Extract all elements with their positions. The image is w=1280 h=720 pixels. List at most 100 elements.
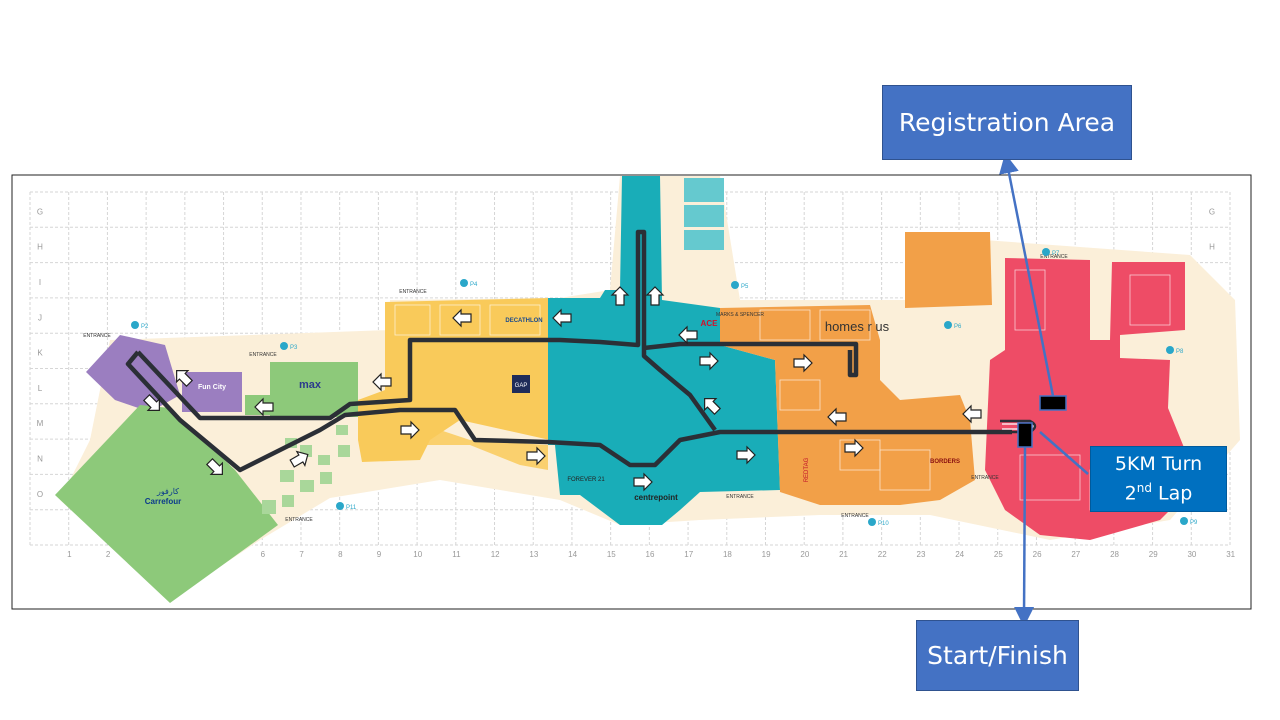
zone-orange xyxy=(720,305,975,505)
grid-col-label: 27 xyxy=(1071,550,1080,559)
direction-arrow-icon xyxy=(645,286,665,306)
grid-row-label: M xyxy=(37,419,44,428)
label-entrance-8: ENTRANCE xyxy=(1040,254,1068,260)
grid-row-label: O xyxy=(37,490,43,499)
label-borders: BORDERS xyxy=(930,459,960,465)
label-entrance-1: ENTRANCE xyxy=(83,333,111,339)
direction-arrow-icon xyxy=(704,398,722,416)
zone-green-carrefour xyxy=(55,405,278,603)
direction-arrow-icon xyxy=(552,308,572,328)
direction-arrow-icon xyxy=(526,446,546,466)
connector-turn xyxy=(1039,431,1089,475)
grid-row-label: L xyxy=(38,384,43,393)
label-entrance-6: ENTRANCE xyxy=(841,513,869,519)
grid-col-label: 19 xyxy=(762,550,771,559)
label-ace: ACE xyxy=(701,319,719,328)
grid-col-label: 24 xyxy=(955,550,964,559)
parking-icon xyxy=(280,342,288,350)
grid-col-label: 20 xyxy=(800,550,809,559)
direction-arrows xyxy=(142,286,982,492)
label-forever21: FOREVER 21 xyxy=(567,477,605,483)
parking-icon xyxy=(731,281,739,289)
parking-label: P5 xyxy=(741,284,749,290)
label-carrefour-ar: كارفور xyxy=(156,487,179,496)
direction-arrow-icon xyxy=(827,407,847,427)
parking-label: P11 xyxy=(346,505,357,511)
grid-row-label: G xyxy=(37,207,43,216)
grid-col-label: 10 xyxy=(413,550,422,559)
parking-icon xyxy=(1042,248,1050,256)
grid-col-label: 29 xyxy=(1149,550,1158,559)
direction-arrow-icon xyxy=(962,404,982,424)
grid-col-label: 25 xyxy=(994,550,1003,559)
grid-col-label: 23 xyxy=(917,550,926,559)
grid-col-label: 1 xyxy=(67,550,72,559)
parking-label: P3 xyxy=(290,345,298,351)
zone-orange-north xyxy=(905,232,992,308)
direction-arrow-icon xyxy=(633,472,653,492)
grid-col-label: 12 xyxy=(491,550,500,559)
zone-yellow-south xyxy=(390,430,548,470)
direction-arrow-icon xyxy=(142,393,160,411)
parking-label: P9 xyxy=(1190,520,1198,526)
label-entrance-4: ENTRANCE xyxy=(285,517,313,523)
registration-marker xyxy=(1039,395,1067,411)
parking-label: P10 xyxy=(878,521,889,527)
grid-col-label: 17 xyxy=(684,550,693,559)
turn-callout: 5KM Turn 2nd Lap xyxy=(1090,446,1227,512)
direction-arrow-icon xyxy=(699,351,719,371)
turn-lap-suffix: nd xyxy=(1136,481,1152,496)
registration-area-callout: Registration Area xyxy=(882,85,1132,160)
direction-arrow-icon xyxy=(289,450,309,468)
grid-col-label: 8 xyxy=(338,550,343,559)
connector-registration xyxy=(999,153,1055,397)
parking-icon xyxy=(460,279,468,287)
zone-teal-north-blocks xyxy=(684,178,724,250)
grid-col-label: 7 xyxy=(299,550,304,559)
label-marks-spencer: MARKS & SPENCER xyxy=(716,312,764,318)
grid-row-label: H xyxy=(37,243,43,252)
zone-teal xyxy=(548,176,780,525)
grid-col-label: 14 xyxy=(568,550,577,559)
grid-col-label: 11 xyxy=(452,550,461,559)
turn-line-1: 5KM Turn xyxy=(1114,453,1203,476)
direction-arrow-icon xyxy=(176,370,194,388)
parking-icon xyxy=(131,321,139,329)
grid-col-label: 22 xyxy=(878,550,887,559)
direction-arrow-icon xyxy=(372,372,392,392)
grid-row-label: N xyxy=(37,455,43,464)
grid-col-label: 21 xyxy=(839,550,848,559)
parking-label: P6 xyxy=(954,324,962,330)
label-decathlon: DECATHLON xyxy=(505,318,542,324)
label-carrefour: Carrefour xyxy=(145,497,181,506)
turn-line-2: 2nd Lap xyxy=(1125,476,1193,505)
parking-icon xyxy=(336,502,344,510)
parking-label: P2 xyxy=(141,324,149,330)
grid-col-label: 9 xyxy=(377,550,382,559)
grid-col-label: 31 xyxy=(1226,550,1235,559)
grid-row-label: K xyxy=(37,349,43,358)
label-gap-box xyxy=(512,375,530,393)
race-route xyxy=(125,229,1012,473)
grid-col-label: 13 xyxy=(529,550,538,559)
grid-col-label: 16 xyxy=(646,550,655,559)
parking-icon xyxy=(1180,517,1188,525)
grid-col-label: 18 xyxy=(723,550,732,559)
turn-lap-number: 2 xyxy=(1124,482,1137,505)
grid-col-label: 6 xyxy=(261,550,266,559)
direction-arrow-icon xyxy=(610,286,630,306)
label-max: max xyxy=(299,379,322,391)
label-entrance-2: ENTRANCE xyxy=(249,352,277,358)
connector-start-finish xyxy=(1014,446,1035,627)
label-gap: GAP xyxy=(515,383,528,389)
label-entrance-3: ENTRANCE xyxy=(399,289,427,295)
grid-col-label: 26 xyxy=(1033,550,1042,559)
grid-row-label: I xyxy=(39,278,41,287)
direction-arrow-icon xyxy=(452,308,472,328)
grid-col-label: 30 xyxy=(1187,550,1196,559)
grid-row-label: H xyxy=(1209,243,1215,252)
start-finish-marker xyxy=(1017,422,1033,448)
label-entrance-7: ENTRANCE xyxy=(971,475,999,481)
registration-area-text: Registration Area xyxy=(898,108,1116,137)
